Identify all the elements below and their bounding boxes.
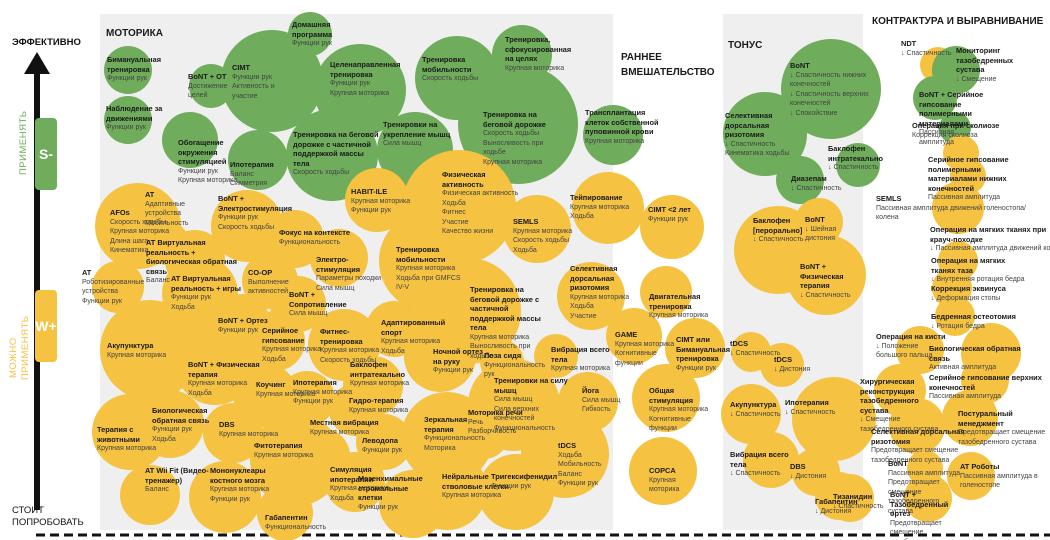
bubble-circle [404,320,476,392]
axis-top-label: ЭФФЕКТИВНО [12,37,81,48]
bubble-circle [640,266,692,318]
bubble-circle [904,474,952,522]
zone-label-yellow-1: МОЖНО [8,337,19,378]
bubble-circle [288,12,332,56]
bubble-circle [760,343,804,387]
badge-green: S- [35,118,57,190]
badge-yellow: W+ [35,290,57,362]
bubble-circle [942,390,998,446]
axis-bottom-label-1: СТОИТ [12,505,44,516]
bubble-circle [781,39,881,139]
bubble-circle [407,450,487,530]
bubble-circle [136,390,204,458]
bubble-circle [503,195,571,263]
bubble-circle [935,296,975,336]
bubble-circle [245,311,305,371]
zone-label-yellow-2: ПРИМЕНЯТЬ [20,315,31,380]
bubble-circle [786,235,866,315]
bubble-circle [459,409,509,459]
bubble-circle [189,461,261,533]
bubble-circle [640,195,704,259]
bubble-circle [257,485,313,540]
bubble-circle [826,474,874,522]
bubble-circle [572,172,644,244]
bubble-circle [104,46,152,94]
bubble-circle [632,364,700,432]
bubble-circle [932,182,984,234]
bubble-circle [836,143,880,187]
bubble-circle [162,112,218,168]
bubble-circle [606,308,662,364]
bubble-circle [120,465,180,525]
bottom-dashed-line [36,533,1050,537]
zone-label-green: ПРИМЕНЯТЬ [18,110,29,175]
bubble-circle [325,452,385,512]
bubble-circle [743,432,799,488]
panel-title-tone: ТОНУС [728,40,763,51]
bubble-circle [228,130,288,190]
bubble-circle [889,398,945,454]
axis-arrow-head [24,52,50,74]
bubble-circle [947,452,995,500]
bubble-circle [310,229,368,287]
bubble-circle [776,156,824,204]
bubble-circle [629,437,697,505]
bubble-circle [478,454,554,530]
axis-bottom-label-2: ПОПРОБОВАТЬ [12,517,84,528]
bubble-circle [583,105,643,165]
bubble-circle [104,96,152,144]
panel-title-early: РАННЕЕ ВМЕШАТЕЛЬСТВО [621,52,715,78]
bubble-outcome: Коррекция сколиоза [912,131,978,139]
bubble-title: Операция при сколиозе [912,121,1000,130]
panel-title-motor: МОТОРИКА [106,28,163,39]
panel-title-contract: КОНТРАКТУРА И ВЫРАВНИВАНИЕ [872,16,1044,27]
bubble-circle [792,377,876,461]
